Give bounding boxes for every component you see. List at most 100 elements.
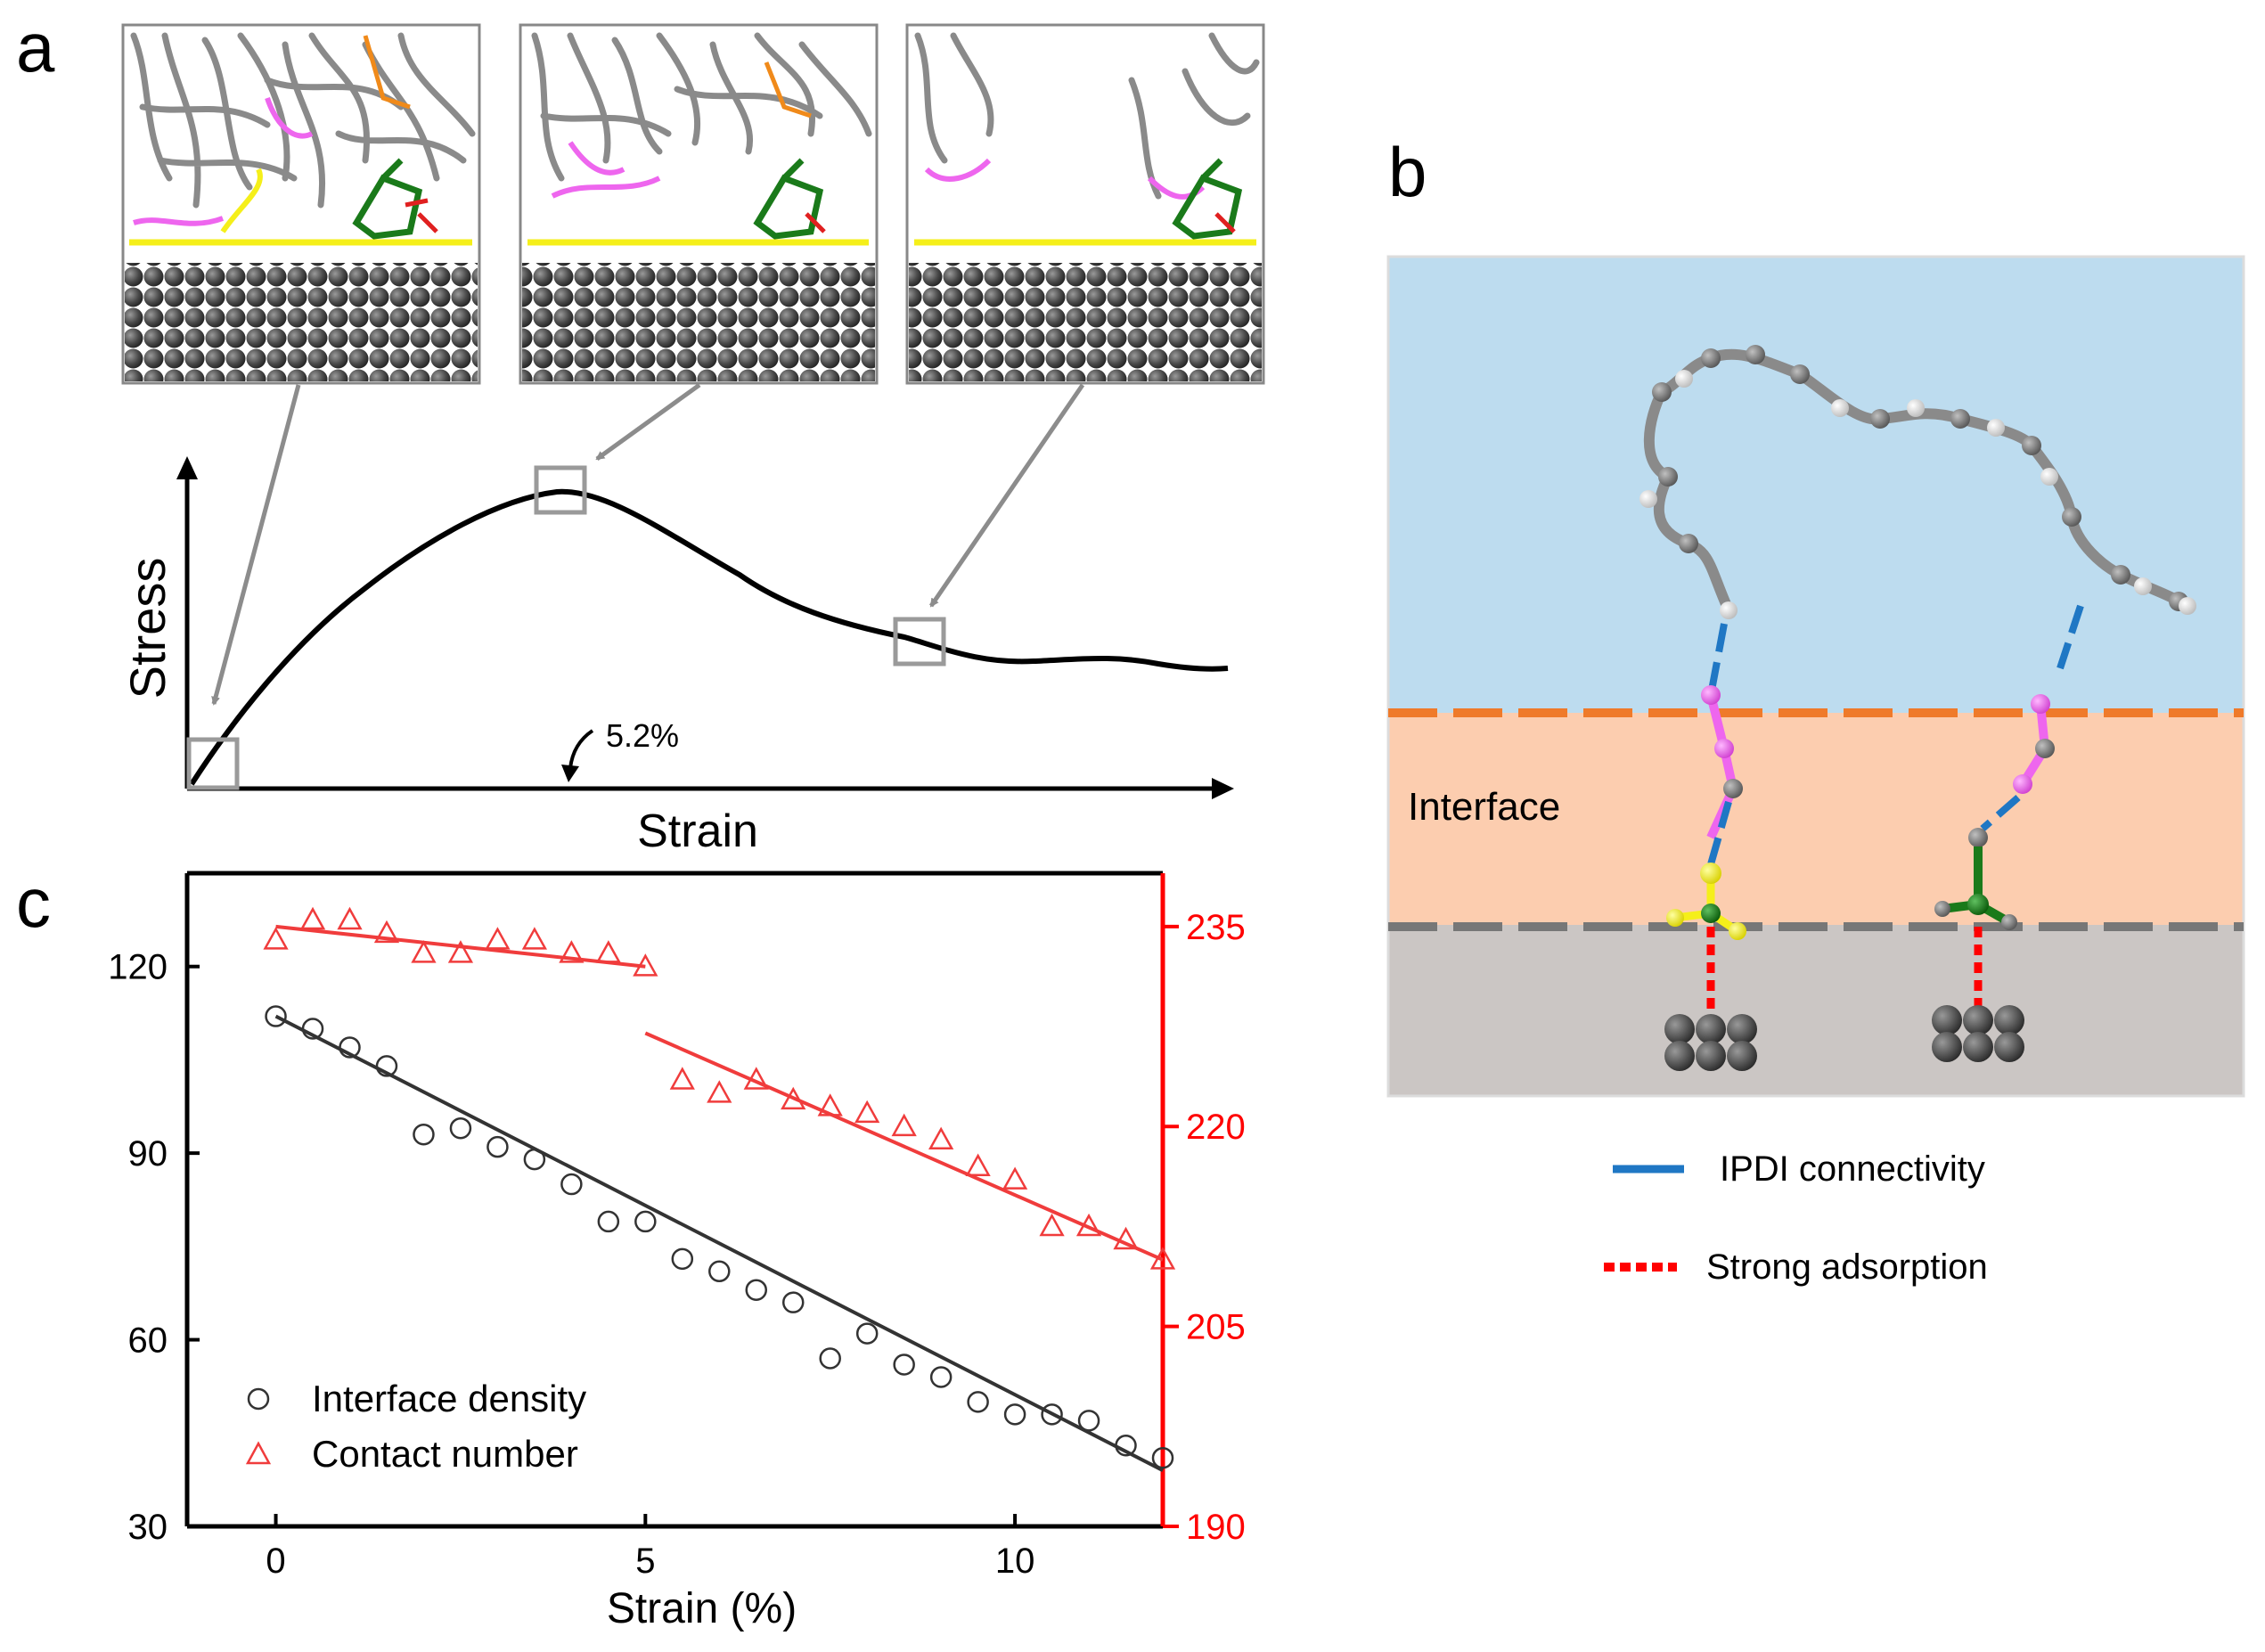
panel-b-svg: b Interface [1386,133,2245,1287]
y-left-tick-label: 30 [128,1508,168,1547]
arrow-snapshot-3 [928,383,1085,608]
interface-density-point [671,1247,694,1271]
stress-strain-curve [189,488,1229,786]
peak-annotation: 5.2% [606,717,679,754]
panel-label-c: c [16,863,51,942]
contact-number-point [521,927,548,950]
snapshot-3 [905,23,1265,385]
y-right-tick-label: 220 [1186,1108,1246,1147]
panel-b-legend: IPDI connectivity Strong adsorption [1604,1149,1988,1287]
interface-density-fit [274,1014,1164,1472]
legend-interface-density-marker [247,1387,270,1411]
interface-density-point [560,1173,583,1196]
interface-density-point [375,1055,398,1077]
contact-number-point [485,927,511,950]
panel-b: b Interface [1337,125,2265,1319]
contact-number-point [965,1153,991,1176]
legend-interface-density-label: Interface density [312,1378,586,1419]
contact-number-point [1002,1166,1028,1190]
interface-density-point [929,1366,953,1388]
x-tick-label: 0 [266,1542,285,1581]
contact-number-point [559,940,585,963]
x-tick-label: 5 [635,1542,655,1581]
interface-density-point [597,1210,620,1233]
interface-density-point [1115,1434,1137,1457]
contact-number-point [337,906,363,930]
y-right-tick-label: 190 [1186,1508,1246,1547]
contact-number-fit [644,1031,1164,1262]
interface-density-point [523,1148,546,1171]
contact-number-point [928,1126,954,1150]
y-right-tick-label: 205 [1186,1308,1246,1347]
marker-box-2 [534,465,587,515]
contact-number-point [633,953,658,977]
interface-density-point [1003,1403,1026,1426]
right-anchor-chain [1932,604,2084,1062]
contact-number-point [411,940,437,963]
interface-density-point [301,1018,324,1040]
contact-number-point [669,1067,695,1090]
interface-density-point [855,1322,879,1345]
interface-density-point [781,1291,805,1313]
contact-number-point [263,927,289,950]
contact-number-point [817,1093,843,1116]
legend-ipdi-label: IPDI connectivity [1720,1149,1985,1189]
interface-density-point [708,1260,731,1283]
interface-density-point [339,1036,361,1059]
interface-density-point [819,1347,841,1370]
contact-number-point [854,1100,880,1124]
interface-density-point [413,1123,435,1146]
left-anchor-chain [1664,623,1757,1071]
contact-number-point [1113,1226,1139,1250]
marker-box-1 [186,737,240,790]
arrow-snapshot-2 [595,382,701,462]
interface-region [1388,713,2244,927]
interface-density-point [487,1135,509,1158]
strain-axis-label: Strain [637,806,758,857]
contact-number-point [595,940,621,963]
contact-number-fit [275,924,646,969]
contact-number-point [891,1113,917,1137]
contact-number-point [781,1086,806,1110]
panel-a-svg: a [16,8,1265,857]
substrate-region [1388,925,2244,1096]
interface-density-point [634,1210,657,1233]
stress-axis-label: Stress [119,558,176,699]
panel-label-b: b [1388,133,1427,211]
interface-density-point [265,1005,287,1027]
interface-density-point [1151,1446,1174,1469]
y-right-tick-label: 235 [1186,908,1246,947]
x-axis-label: Strain (%) [607,1585,797,1632]
legend-adsorption-label: Strong adsorption [1706,1247,1988,1287]
contact-number-point [1075,1213,1102,1237]
interface-label: Interface [1408,785,1560,829]
interface-density-point [449,1116,472,1140]
polymer-chain [1639,345,2196,619]
panel-label-a: a [16,8,55,86]
contact-number-point [707,1080,732,1103]
marker-box-3 [893,617,946,667]
y-left-tick-label: 90 [128,1134,168,1174]
legend-contact-number-marker [245,1441,272,1465]
contact-number-point [1149,1247,1176,1270]
interface-density-point [1077,1410,1100,1432]
y-left-tick-label: 120 [108,948,168,987]
contact-number-point [1039,1213,1065,1237]
contact-number-point [299,906,326,930]
contact-number-point [373,920,400,944]
x-tick-label: 10 [995,1542,1035,1581]
snapshot-1 [121,23,481,385]
interface-density-point [893,1353,915,1376]
arrow-snapshot-1 [211,384,301,706]
contact-number-point [447,940,474,963]
interface-density-point [745,1279,767,1301]
contact-number-point [743,1067,769,1090]
snapshot-2 [519,23,879,385]
interface-density-point [1041,1403,1063,1426]
panel-a: a [0,0,1265,864]
y-left-tick-label: 60 [128,1321,168,1361]
interface-density-point [967,1391,989,1413]
